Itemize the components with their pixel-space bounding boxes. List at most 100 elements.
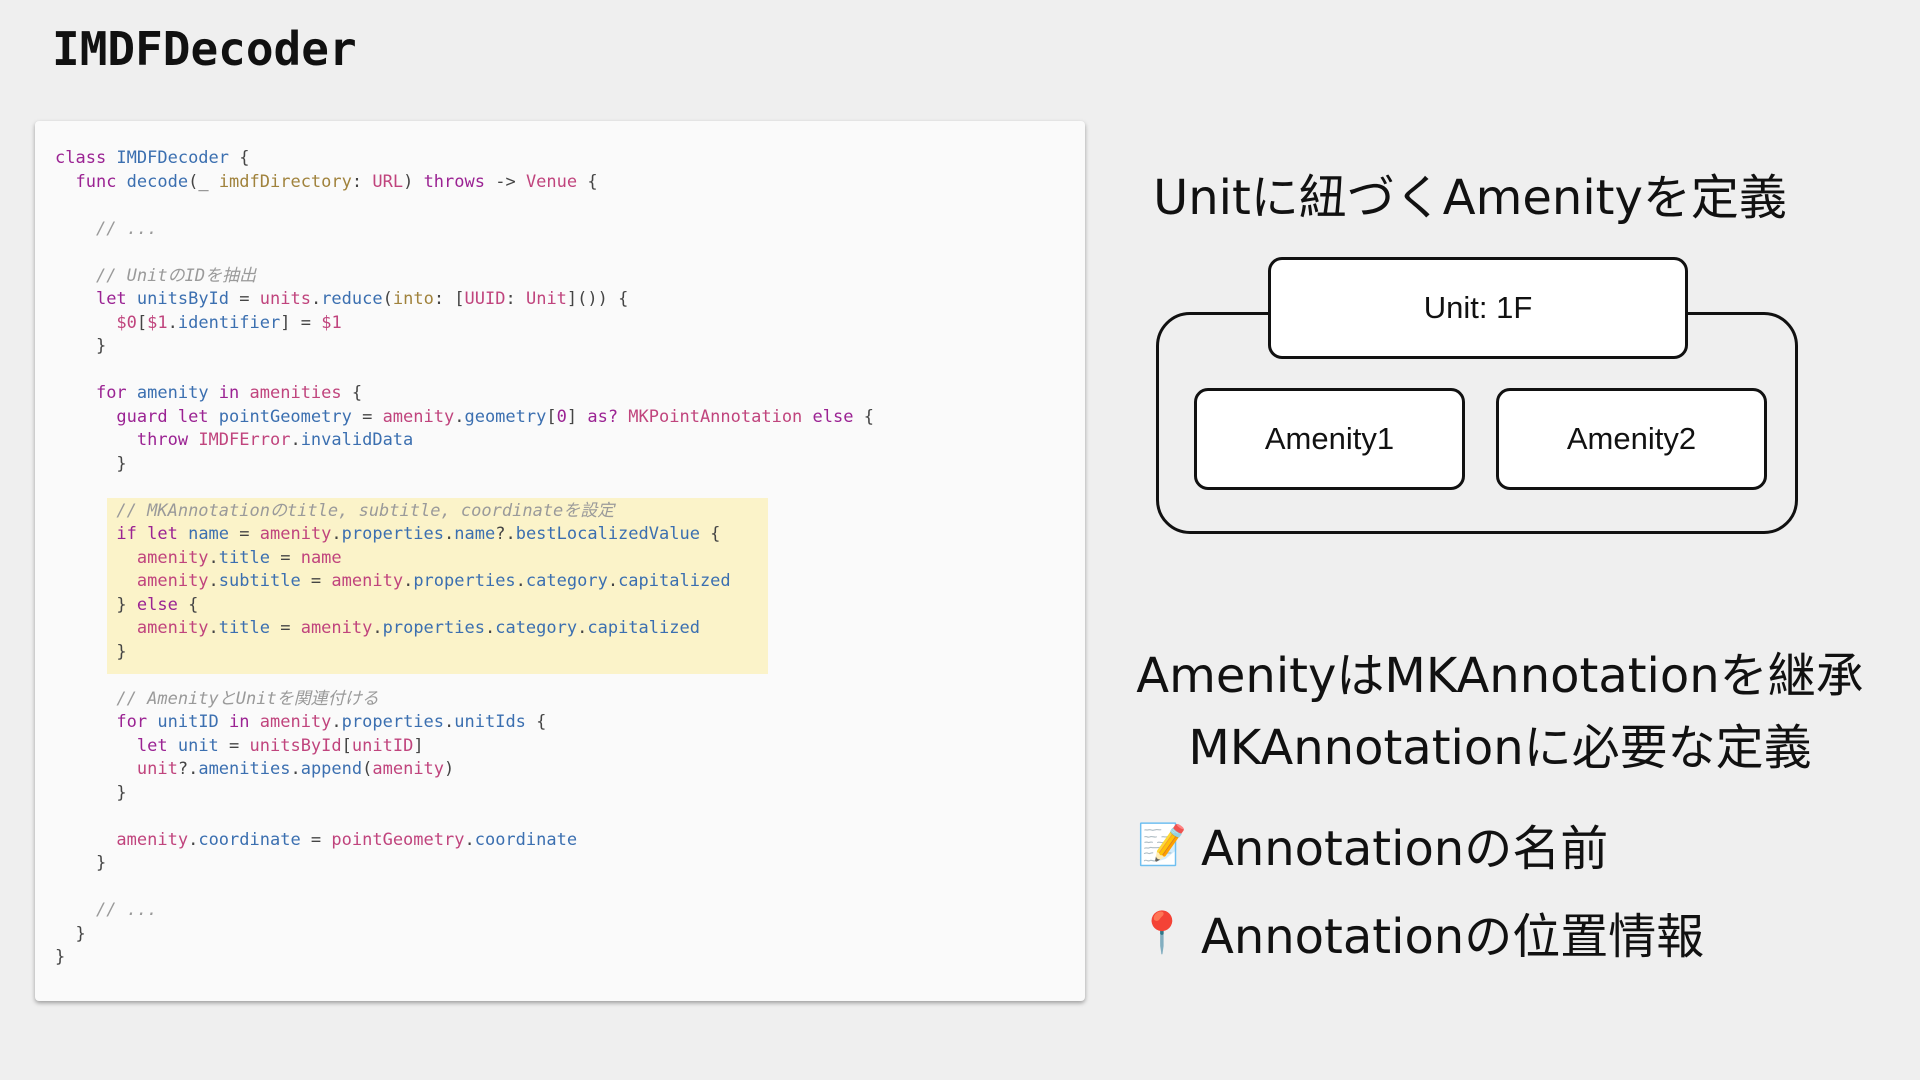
code-line: } bbox=[55, 923, 874, 947]
code-token: = bbox=[300, 829, 332, 850]
unit-amenity-diagram: Unit: 1F Amenity1 Amenity2 bbox=[1156, 257, 1798, 534]
code-token: { bbox=[341, 383, 363, 403]
code-token bbox=[55, 219, 96, 239]
code-token: into bbox=[392, 289, 434, 309]
diagram-heading: Unitに紐づくAmenityを定義 bbox=[1153, 170, 1787, 226]
code-token: unitIds bbox=[454, 712, 526, 732]
code-token: // UnitのIDを抽出 bbox=[95, 265, 257, 286]
code-token: category bbox=[525, 571, 608, 591]
code-token: amenity bbox=[300, 618, 373, 638]
code-line: if let name = amenity.properties.name?.b… bbox=[55, 523, 874, 547]
code-token: . bbox=[208, 618, 219, 638]
code-panel: class IMDFDecoder { func decode(_ imdfDi… bbox=[35, 121, 1085, 1001]
code-line bbox=[55, 876, 874, 900]
code-line: let unit = unitsById[unitID] bbox=[55, 735, 874, 759]
code-line: amenity.title = name bbox=[55, 547, 874, 571]
code-token: amenity bbox=[382, 406, 455, 427]
code-token: throw bbox=[136, 430, 199, 450]
code-token: . bbox=[290, 430, 301, 450]
code-token: { bbox=[177, 594, 199, 615]
explanation-text: AmenityはMKAnnotationを継承 MKAnnotationに必要な… bbox=[1100, 640, 1900, 784]
code-token: . bbox=[310, 289, 322, 309]
code-token: } bbox=[55, 336, 107, 356]
code-token: let bbox=[136, 735, 178, 756]
code-line: // ... bbox=[55, 899, 874, 923]
code-token: . bbox=[331, 524, 342, 544]
code-token bbox=[55, 548, 137, 568]
code-token bbox=[55, 571, 137, 591]
code-token: // AmenityとUnitを関連付ける bbox=[116, 688, 379, 709]
code-token: amenity bbox=[331, 571, 404, 591]
code-line: // AmenityとUnitを関連付ける bbox=[55, 688, 874, 712]
code-token: [ bbox=[136, 312, 148, 333]
code-token: unitsById bbox=[249, 735, 342, 756]
code-token: { bbox=[525, 712, 547, 732]
code-line: // ... bbox=[55, 218, 874, 242]
code-token: name bbox=[454, 524, 496, 544]
code-token: . bbox=[208, 571, 219, 591]
code-token: = bbox=[300, 571, 332, 591]
code-token: = bbox=[269, 547, 301, 568]
code-token: for bbox=[95, 383, 137, 403]
code-token: . bbox=[444, 524, 455, 544]
code-token: if let bbox=[116, 524, 189, 544]
code-token bbox=[55, 689, 116, 709]
code-token: . bbox=[454, 406, 465, 427]
code-token bbox=[802, 407, 812, 427]
code-token: . bbox=[607, 571, 619, 591]
code-token: else bbox=[136, 594, 178, 615]
code-token: subtitle bbox=[218, 571, 301, 591]
bullet-item-name: 📝 Annotationの名前 bbox=[1135, 800, 1704, 888]
unit-node: Unit: 1F bbox=[1268, 257, 1688, 359]
explanation-line-1: AmenityはMKAnnotationを継承 bbox=[1136, 648, 1864, 704]
code-token: amenity bbox=[136, 547, 209, 568]
code-token: category bbox=[495, 618, 578, 638]
code-token: } bbox=[55, 782, 127, 803]
code-token bbox=[55, 407, 116, 427]
code-token: = bbox=[269, 618, 301, 638]
code-token bbox=[55, 501, 116, 521]
code-token: 0 bbox=[556, 406, 567, 427]
code-token: name bbox=[300, 547, 342, 568]
code-line bbox=[55, 241, 874, 265]
code-token: unit bbox=[136, 759, 178, 779]
code-line: let unitsById = units.reduce(into: [UUID… bbox=[55, 288, 874, 312]
code-token bbox=[55, 618, 137, 638]
code-line bbox=[55, 664, 874, 688]
code-token: amenity bbox=[136, 571, 209, 591]
code-token: amenity bbox=[372, 759, 445, 779]
code-token: : [ bbox=[433, 289, 465, 309]
code-token: ] = bbox=[280, 312, 322, 333]
code-token: class bbox=[55, 148, 117, 168]
code-token: ( bbox=[382, 289, 393, 309]
code-token: } bbox=[55, 641, 127, 662]
code-token: as? bbox=[587, 406, 629, 427]
explanation-line-2: MKAnnotationに必要な定義 bbox=[1188, 720, 1812, 776]
code-token: identifier bbox=[177, 312, 281, 333]
code-line bbox=[55, 194, 874, 218]
code-token: amenity bbox=[136, 618, 209, 638]
code-token: geometry bbox=[464, 406, 547, 427]
code-token: let bbox=[95, 289, 137, 309]
code-token: [ bbox=[546, 406, 557, 427]
code-token: else bbox=[812, 406, 854, 427]
code-token: : bbox=[505, 289, 526, 309]
code-token: amenity bbox=[116, 829, 189, 850]
code-token bbox=[55, 830, 116, 850]
code-token: ( bbox=[362, 759, 373, 779]
code-token bbox=[55, 383, 96, 403]
code-line: guard let pointGeometry = amenity.geomet… bbox=[55, 406, 874, 430]
code-token: = bbox=[229, 289, 260, 309]
code-token: name bbox=[188, 524, 230, 544]
code-token: UUID bbox=[464, 289, 506, 309]
code-token: amenity bbox=[259, 524, 332, 544]
code-token: amenities bbox=[249, 383, 342, 403]
code-token bbox=[55, 266, 96, 286]
code-token: } bbox=[55, 923, 86, 944]
amenity1-node: Amenity1 bbox=[1194, 388, 1465, 490]
code-token: in bbox=[218, 383, 250, 403]
code-line: for amenity in amenities { bbox=[55, 382, 874, 406]
code-token: for bbox=[116, 712, 158, 732]
pin-icon: 📍 bbox=[1137, 909, 1187, 956]
code-token: // MKAnnotationのtitle, subtitle, coordin… bbox=[116, 500, 615, 521]
